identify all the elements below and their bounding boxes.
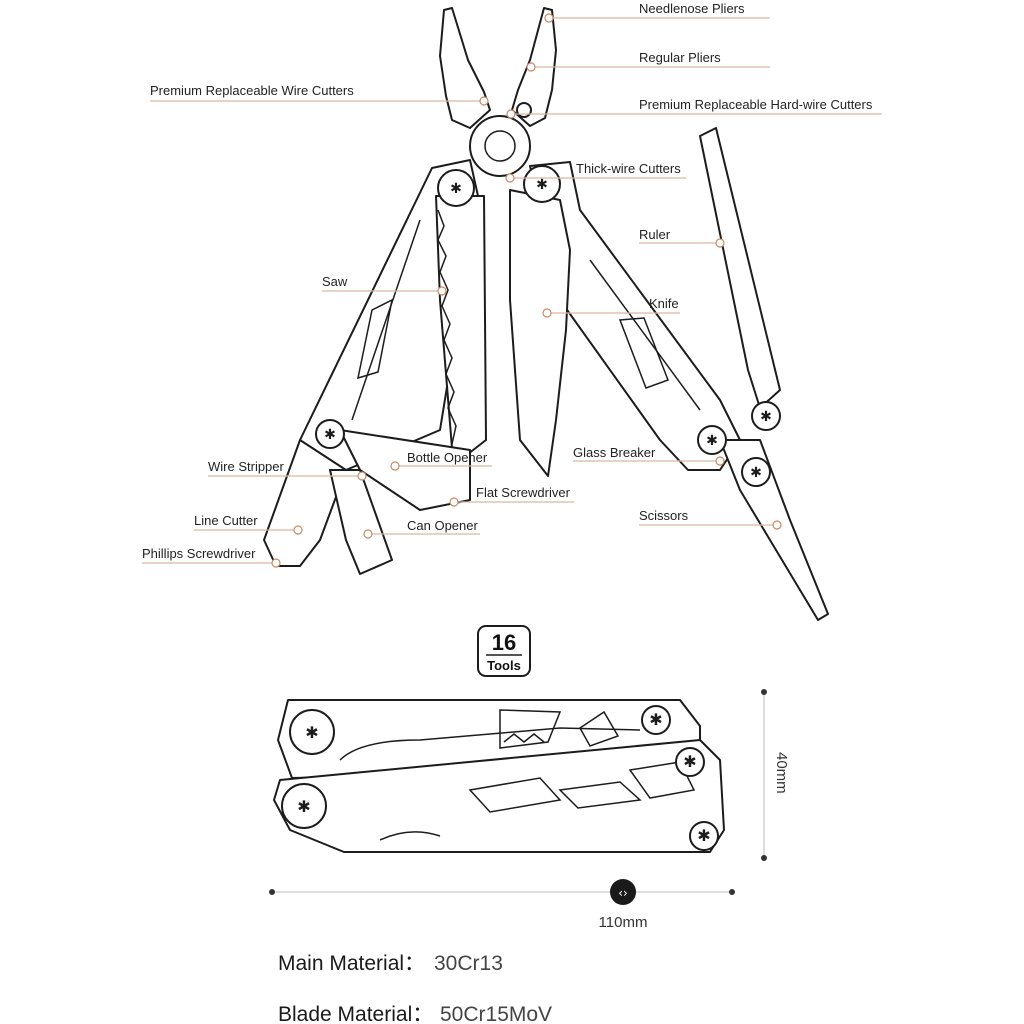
svg-text:✱: ✱ (297, 797, 310, 816)
label-thick-wire-cutters: Thick-wire Cutters (576, 161, 681, 176)
knife-blade (509, 189, 571, 477)
svg-text:✱: ✱ (649, 710, 662, 729)
ruler-arm (699, 127, 781, 409)
label-phillips-screwdriver: Phillips Screwdriver (142, 546, 256, 561)
dimension-length: ‹› 110mm (269, 879, 735, 931)
svg-text:✱: ✱ (536, 177, 548, 193)
label-premium-wire-cutters: Premium Replaceable Wire Cutters (150, 83, 354, 98)
callout-dot (544, 13, 554, 23)
label-can-opener: Can Opener (407, 518, 478, 533)
label-wire-stripper: Wire Stripper (208, 459, 285, 474)
length-label: 110mm (599, 914, 648, 931)
scissors-arm (719, 439, 829, 621)
multitool-open-drawing: ✱ ✱ ✱ ✱ ✱ ✱ (263, 7, 829, 621)
screw-heads (315, 165, 781, 487)
label-glass-breaker: Glass Breaker (573, 445, 656, 460)
saw-blade (435, 195, 487, 455)
callouts: Needlenose Pliers Regular Pliers Premium… (142, 1, 882, 568)
svg-text:✱: ✱ (706, 433, 718, 449)
svg-text:✱: ✱ (683, 752, 696, 771)
badge-count: 16 (492, 630, 516, 655)
svg-text:✱: ✱ (697, 826, 710, 845)
jaw-screw (516, 102, 532, 118)
blade-material-label: Blade Material： (278, 1003, 433, 1024)
label-saw: Saw (322, 274, 348, 289)
svg-text:✱: ✱ (324, 427, 336, 443)
arrows-icon: ‹› (618, 886, 628, 900)
main-material-value: 30Cr13 (434, 952, 503, 975)
label-scissors: Scissors (639, 508, 689, 523)
label-regular-pliers: Regular Pliers (639, 50, 721, 65)
label-ruler: Ruler (639, 227, 671, 242)
blade-material-value: 50Cr15MoV (440, 1003, 552, 1024)
label-premium-hardwire-cutters: Premium Replaceable Hard-wire Cutters (639, 97, 873, 112)
multitool-closed-drawing: ✱ ✱ ✱ ✱ ✱ (273, 699, 725, 853)
main-material-label: Main Material： (278, 952, 425, 975)
can-opener-fold (329, 469, 393, 575)
label-needlenose-pliers: Needlenose Pliers (639, 1, 745, 16)
svg-text:✱: ✱ (305, 723, 318, 742)
tool-count-badge: 16 Tools (477, 625, 531, 677)
bottle-opener-fold (339, 429, 471, 511)
label-knife: Knife (649, 296, 679, 311)
label-line-cutter: Line Cutter (194, 513, 258, 528)
length-marker (610, 879, 636, 905)
plier-pivot-hole (484, 130, 516, 162)
svg-text:✱: ✱ (750, 465, 762, 481)
svg-text:✱: ✱ (450, 181, 462, 197)
plier-jaw-left (439, 7, 491, 129)
height-label: 40mm (773, 752, 790, 794)
badge-unit: Tools (487, 658, 521, 673)
label-flat-screwdriver: Flat Screwdriver (476, 485, 571, 500)
plier-pivot (469, 115, 531, 177)
material-specs: Main Material： 30Cr13 Blade Material： 50… (278, 952, 552, 1024)
dimension-height: 40mm (761, 689, 790, 861)
label-bottle-opener: Bottle Opener (407, 450, 488, 465)
svg-text:✱: ✱ (760, 409, 772, 425)
